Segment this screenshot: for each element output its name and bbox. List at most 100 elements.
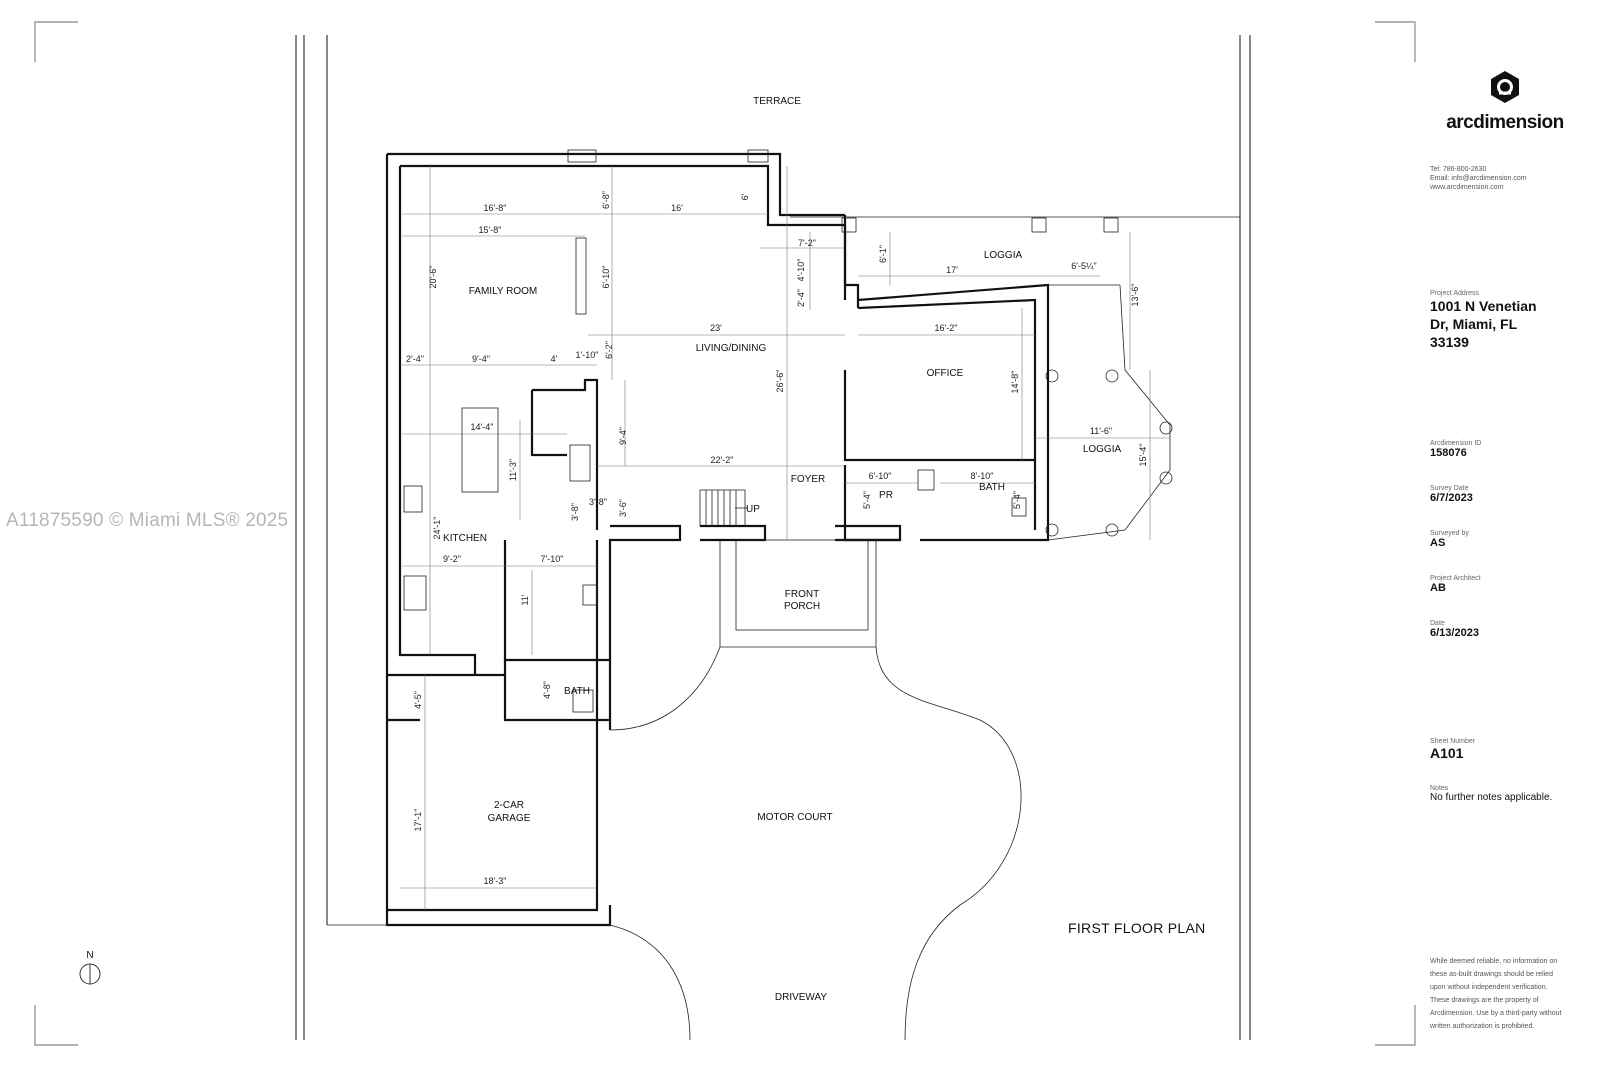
dim-label: 16'-2" — [935, 323, 958, 333]
company-logo: arcdimension — [1430, 70, 1580, 134]
surveyed-by-block: Surveyed by AS — [1430, 530, 1469, 549]
dim-label: 3'-6" — [618, 499, 628, 517]
dim-label: 4' — [551, 354, 558, 364]
dim-label: 16'-8" — [484, 203, 507, 213]
dim-label: 9'-2" — [443, 554, 461, 564]
dim-label: 6' — [740, 193, 750, 200]
dim-label: 16' — [671, 203, 683, 213]
sheet-title: FIRST FLOOR PLAN — [1068, 920, 1206, 936]
title-block: arcdimension Tel: 786-800-2630 Email: in… — [1430, 70, 1590, 1030]
project-address-line-1: 1001 N Venetian — [1430, 298, 1537, 314]
project-address-block: Project Address 1001 N Venetian Dr, Miam… — [1430, 290, 1537, 351]
dim-label: 11'-6" — [1090, 426, 1112, 436]
dim-label: 15'-8" — [479, 225, 502, 235]
dim-label: 7'-10" — [541, 554, 564, 564]
survey-date-value: 6/7/2023 — [1430, 492, 1473, 504]
sheet-number-label: Sheet Number — [1430, 738, 1476, 745]
dim-label: 6'-1" — [878, 245, 888, 263]
contact-email: Email: info@arcdimension.com — [1430, 175, 1527, 182]
logo-text: arcdimension — [1446, 112, 1564, 133]
dim-label: 17'-1" — [413, 809, 423, 832]
dim-label: 3'-8" — [589, 497, 607, 507]
dim-label: 9'-4" — [618, 427, 628, 445]
dim-label: 18'-3" — [484, 876, 507, 886]
project-address-line-2: Dr, Miami, FL — [1430, 316, 1518, 332]
dim-label: 4'-8" — [542, 681, 552, 699]
dim-label: 23' — [710, 323, 722, 333]
stairs — [699, 489, 748, 526]
dim-label: 6'-10" — [601, 266, 611, 289]
date-label: Date — [1430, 620, 1445, 627]
arcdimension-id-label: Arcdimension ID — [1430, 440, 1482, 447]
dim-label: 3'-8" — [570, 503, 580, 521]
project-architect-block: Project Architect AB — [1430, 575, 1481, 594]
dim-label: 2'-4" — [406, 354, 424, 364]
label-terrace: TERRACE — [753, 96, 801, 107]
dim-label: 14'-8" — [1010, 371, 1020, 394]
north-arrow: N — [78, 950, 102, 990]
label-motor-court: MOTOR COURT — [757, 812, 832, 823]
dim-label: 26'-6" — [775, 370, 785, 393]
dim-label: 11' — [520, 594, 530, 605]
dim-label: 8'-10" — [971, 471, 994, 481]
label-garage-1: 2-CAR — [494, 800, 524, 811]
project-architect-label: Project Architect — [1430, 575, 1481, 582]
dim-label: 11'-3" — [508, 459, 518, 481]
label-family-room: FAMILY ROOM — [469, 286, 538, 297]
dim-label: 4'-10" — [796, 259, 806, 282]
project-address-label: Project Address — [1430, 290, 1480, 297]
dimension-labels: 16'-8" 16' 6'-8" 6' 15'-8" 20'-6" 6'-10"… — [406, 191, 1148, 886]
dim-label: 6'-10" — [869, 471, 892, 481]
surveyed-by-label: Surveyed by — [1430, 530, 1469, 537]
north-arrow-icon — [79, 963, 101, 985]
dim-label: 6'-5¼" — [1071, 261, 1096, 271]
survey-date-label: Survey Date — [1430, 485, 1469, 492]
dim-label: 14'-4" — [471, 422, 494, 432]
columns — [567, 149, 1173, 537]
surveyed-by-value: AS — [1430, 537, 1446, 549]
survey-date-block: Survey Date 6/7/2023 — [1430, 485, 1473, 504]
disclaimer-text: While deemed reliable, no information on… — [1430, 958, 1562, 1030]
label-loggia-top: LOGGIA — [984, 250, 1023, 261]
dim-label: 7'-2" — [798, 238, 816, 248]
dim-label: 20'-6" — [428, 266, 438, 289]
sheet-number-block: Sheet Number A101 — [1430, 738, 1475, 761]
contact-tel: Tel: 786-800-2630 — [1430, 166, 1487, 173]
label-bath-left: BATH — [564, 686, 590, 697]
site-features — [609, 539, 1022, 1041]
dim-label: 6'-2" — [604, 341, 614, 359]
dim-label: 9'-4" — [472, 354, 490, 364]
label-driveway: DRIVEWAY — [775, 992, 828, 1003]
dim-label: 2'-4" — [796, 289, 806, 307]
label-bath-right: BATH — [979, 482, 1005, 493]
loggia-bay — [1047, 284, 1171, 541]
contact-info: Tel: 786-800-2630 Email: info@arcdimensi… — [1430, 165, 1527, 192]
arcdimension-id-block: Arcdimension ID 158076 — [1430, 440, 1481, 459]
project-architect-value: AB — [1430, 582, 1446, 594]
dim-label: 4'-5" — [413, 691, 423, 709]
date-value: 6/13/2023 — [1430, 627, 1479, 639]
dim-label: 13'-6" — [1130, 284, 1140, 307]
interior-features — [403, 237, 1027, 713]
notes-label: Notes — [1430, 785, 1449, 792]
north-label: N — [86, 950, 94, 961]
room-labels: TERRACE FAMILY ROOM LIVING/DINING LOGGIA… — [443, 96, 1121, 1003]
label-garage-2: GARAGE — [488, 813, 531, 824]
label-powder-room: PR — [879, 490, 893, 501]
label-foyer: FOYER — [791, 474, 825, 485]
mls-watermark: A11875590 © Miami MLS® 2025 — [6, 510, 289, 531]
project-address-line-3: 33139 — [1430, 334, 1469, 350]
dim-label: 22'-2" — [711, 455, 734, 465]
dim-label: 24'-1" — [432, 517, 442, 540]
dim-label: 17' — [946, 265, 958, 275]
label-kitchen: KITCHEN — [443, 533, 487, 544]
arcdimension-logo-icon — [1491, 71, 1519, 103]
label-office: OFFICE — [927, 368, 964, 379]
dim-label: 15'-4" — [1138, 444, 1148, 467]
contact-web: www.arcdimension.com — [1430, 184, 1504, 191]
label-front-porch-1: FRONT — [785, 589, 819, 600]
label-front-porch-2: PORCH — [784, 601, 820, 612]
date-block: Date 6/13/2023 — [1430, 620, 1479, 639]
notes-value: No further notes applicable. — [1430, 792, 1553, 803]
